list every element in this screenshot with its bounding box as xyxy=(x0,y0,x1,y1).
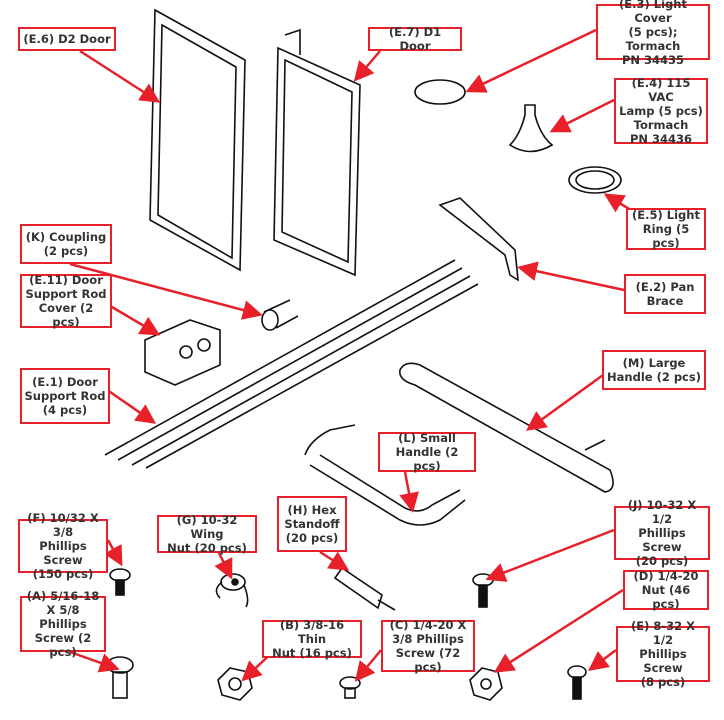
rod-cover-part xyxy=(144,319,221,386)
label-door-support-rod: (E.1) Door Support Rod (4 pcs) xyxy=(20,368,110,424)
label-lamp: (E.4) 115 VAC Lamp (5 pcs) Tormach PN 34… xyxy=(614,76,708,146)
label-light-cover: (E.3) Light Cover (5 pcs); Tormach PN 34… xyxy=(596,0,710,67)
label-f-screw: (F) 10/32 X 3/8 Phillips Screw (150 pcs) xyxy=(18,511,108,581)
label-large-handle: (M) Large Handle (2 pcs) xyxy=(602,350,706,390)
d2-door-part xyxy=(149,8,246,272)
label-thin-nut: (B) 3/8-16 Thin Nut (16 pcs) xyxy=(262,618,362,660)
label-j-screw: (J) 10-32 X 1/2 Phillips Screw (20 pcs) xyxy=(614,498,710,568)
label-c-screw: (C) 1/4-20 X 3/8 Phillips Screw (72 pcs) xyxy=(381,618,475,674)
f-screw-part xyxy=(109,568,131,596)
label-pan-brace: (E.2) Pan Brace xyxy=(624,274,706,314)
label-d2-door: (E.6) D2 Door xyxy=(18,27,116,51)
coupling-part xyxy=(261,299,299,331)
a-screw-part xyxy=(106,656,134,699)
light-ring-part xyxy=(568,166,622,194)
label-d1-door: (E.7) D1 Door xyxy=(368,25,462,53)
j-screw-part xyxy=(472,573,494,608)
lamp-part xyxy=(508,104,554,153)
c-screw-part xyxy=(339,676,361,699)
pan-brace-part xyxy=(438,197,519,282)
large-handle-part xyxy=(398,362,614,493)
wing-nut-part xyxy=(215,573,249,608)
thin-nut-part xyxy=(217,667,253,701)
label-small-handle: (L) Small Handle (2 pcs) xyxy=(378,431,476,473)
callout-arrows xyxy=(69,28,635,682)
label-d-nut: (D) 1/4-20 Nut (46 pcs) xyxy=(623,569,709,611)
label-e-screw: (E) 8-32 X 1/2 Phillips Screw (8 pcs) xyxy=(616,619,710,689)
label-a-screw: (A) 5/16-18 X 5/8 Phillips Screw (2 pcs) xyxy=(20,589,106,659)
label-rod-cover: (E.11) Door Support Rod Cover (2 pcs) xyxy=(20,273,112,329)
light-cover-part xyxy=(414,79,466,105)
label-coupling: (K) Coupling (2 pcs) xyxy=(20,224,112,264)
d-nut-part xyxy=(469,667,503,701)
label-wing-nut: (G) 10-32 Wing Nut (20 pcs) xyxy=(157,513,257,555)
e-screw-part xyxy=(567,665,587,700)
label-light-ring: (E.5) Light Ring (5 pcs) xyxy=(626,208,706,250)
hex-standoff-part xyxy=(333,566,396,611)
d1-door-part xyxy=(273,28,361,277)
door-support-rods-part xyxy=(104,259,479,469)
label-hex-standoff: (H) Hex Standoff (20 pcs) xyxy=(277,496,347,552)
